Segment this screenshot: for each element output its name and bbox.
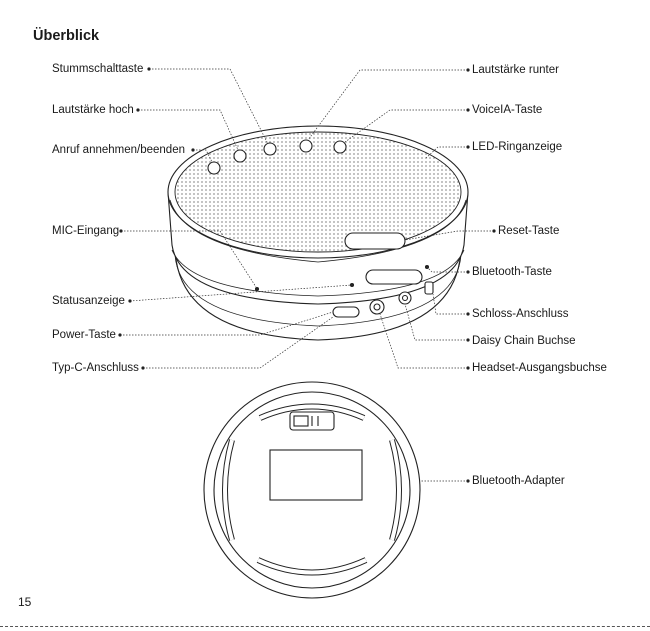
speaker-device [168, 126, 468, 340]
speaker-bottom-view [204, 382, 420, 598]
bottom-divider [0, 626, 650, 627]
page-number: 15 [18, 595, 31, 609]
